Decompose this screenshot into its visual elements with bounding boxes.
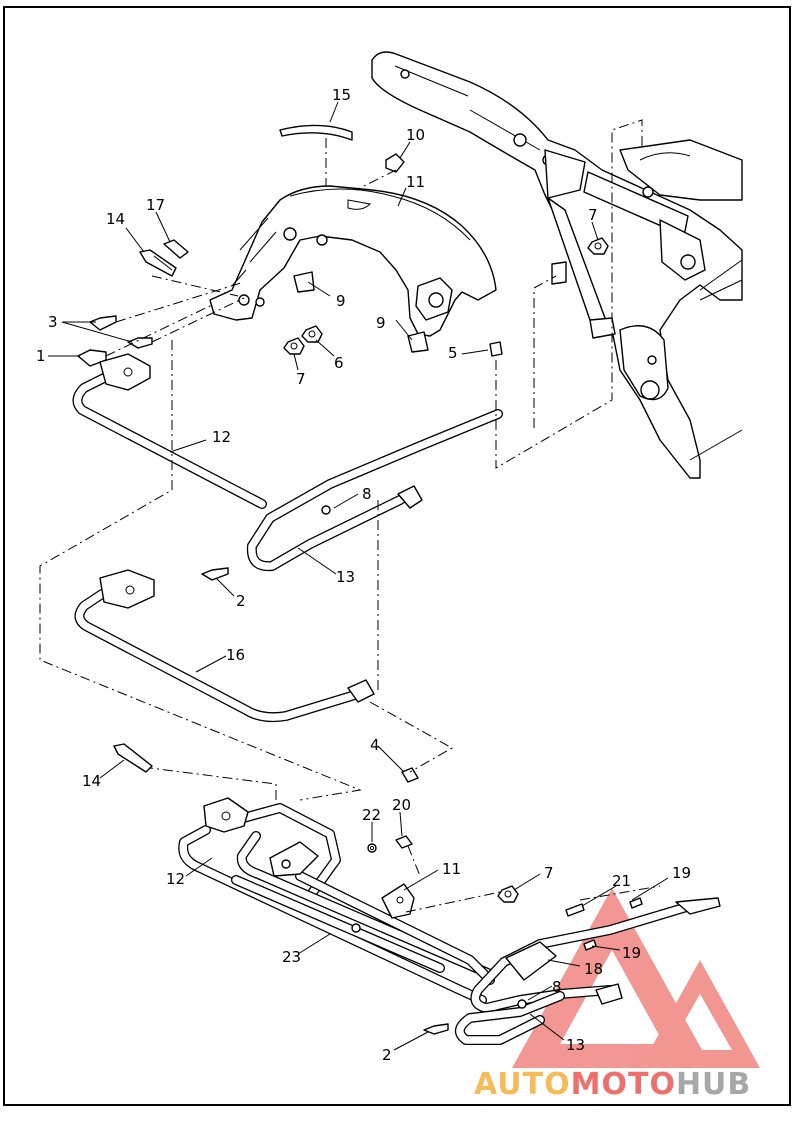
callout-17: 17: [146, 196, 165, 214]
clip-nut-9-lower: [407, 331, 429, 353]
callout-19-lower: 19: [622, 944, 641, 962]
callout-11-upper: 11: [406, 173, 425, 191]
screw-19-lower: [583, 939, 597, 951]
callout-numbers: 15 10 11 14 17 3 1 9 9 6 7 5 7 12 8 13 2…: [36, 86, 691, 1064]
callout-13-lower: 13: [566, 1036, 585, 1054]
drawing-border: [3, 6, 791, 1106]
nut-7-left: [283, 337, 305, 355]
callout-8-upper: 8: [362, 485, 372, 503]
fender-support-11: [209, 185, 497, 337]
bolt-14-upper: [139, 249, 177, 277]
callout-7-left: 7: [296, 370, 306, 388]
rail-16: [74, 569, 375, 723]
motorcycle-frame: [371, 51, 743, 479]
callout-9-lower: 9: [376, 314, 386, 332]
watermark-text: AUTOMOTOHUB: [474, 1067, 751, 1102]
nut-7-right: [587, 237, 609, 255]
watermark-moto: MOTO: [571, 1067, 676, 1102]
watermark-hub: HUB: [676, 1067, 751, 1102]
screw-2-lower: [423, 1023, 449, 1035]
nut-8-lower: [517, 999, 527, 1009]
callout-9-upper: 9: [336, 292, 346, 310]
callout-11-lower: 11: [442, 860, 461, 878]
callout-5: 5: [448, 344, 458, 362]
callout-21: 21: [612, 872, 631, 890]
screw-20: [395, 835, 413, 849]
callout-12-lower: 12: [166, 870, 185, 888]
rail-assembly-23: [178, 797, 495, 1005]
washer-22: [367, 843, 377, 853]
rail-12-upper: [72, 353, 267, 509]
fender-trim-15: [279, 124, 353, 141]
screw-4: [401, 767, 419, 783]
callout-16: 16: [226, 646, 245, 664]
callout-12-upper: 12: [212, 428, 231, 446]
screw-3-upper: [89, 315, 117, 331]
pin-21: [565, 903, 585, 917]
callout-23: 23: [282, 948, 301, 966]
callout-7-frame: 7: [588, 206, 598, 224]
callout-20: 20: [392, 796, 411, 814]
watermark-logo-mark: [512, 888, 760, 1068]
callout-7-lower: 7: [544, 864, 554, 882]
bracket-13-upper: [246, 409, 503, 572]
bolt-17: [163, 239, 189, 259]
callout-13-upper: 13: [336, 568, 355, 586]
screw-3-lower: [127, 337, 153, 349]
callout-15: 15: [332, 86, 351, 104]
callout-8-lower: 8: [552, 978, 562, 996]
leader-lines: [48, 101, 669, 1051]
screw-5: [489, 341, 503, 357]
bolt-14-lower: [113, 743, 153, 773]
plate-18: [505, 941, 557, 981]
callout-10: 10: [406, 126, 425, 144]
callout-4: 4: [370, 736, 380, 754]
callout-14-lower: 14: [82, 772, 101, 790]
callout-18: 18: [584, 960, 603, 978]
callout-22: 22: [362, 806, 381, 824]
nut-6: [301, 325, 323, 343]
watermark-auto: AUTO: [474, 1067, 571, 1102]
callout-19-upper: 19: [672, 864, 691, 882]
callout-3: 3: [48, 313, 58, 331]
screw-19-upper: [629, 897, 643, 909]
svg-text:AUTOMOTOHUB: AUTOMOTOHUB: [474, 1067, 751, 1102]
alignment-centerlines: [39, 119, 661, 913]
clip-nut-9-upper: [293, 271, 315, 293]
callout-6: 6: [334, 354, 344, 372]
callout-2-lower: 2: [382, 1046, 392, 1064]
callout-2-upper: 2: [236, 592, 246, 610]
bracket-11-lower: [381, 883, 415, 919]
callout-14-upper: 14: [106, 210, 125, 228]
callout-1: 1: [36, 347, 46, 365]
nut-7-lower: [497, 885, 519, 903]
clip-nut-10: [385, 153, 405, 173]
screw-2-upper: [201, 567, 229, 581]
